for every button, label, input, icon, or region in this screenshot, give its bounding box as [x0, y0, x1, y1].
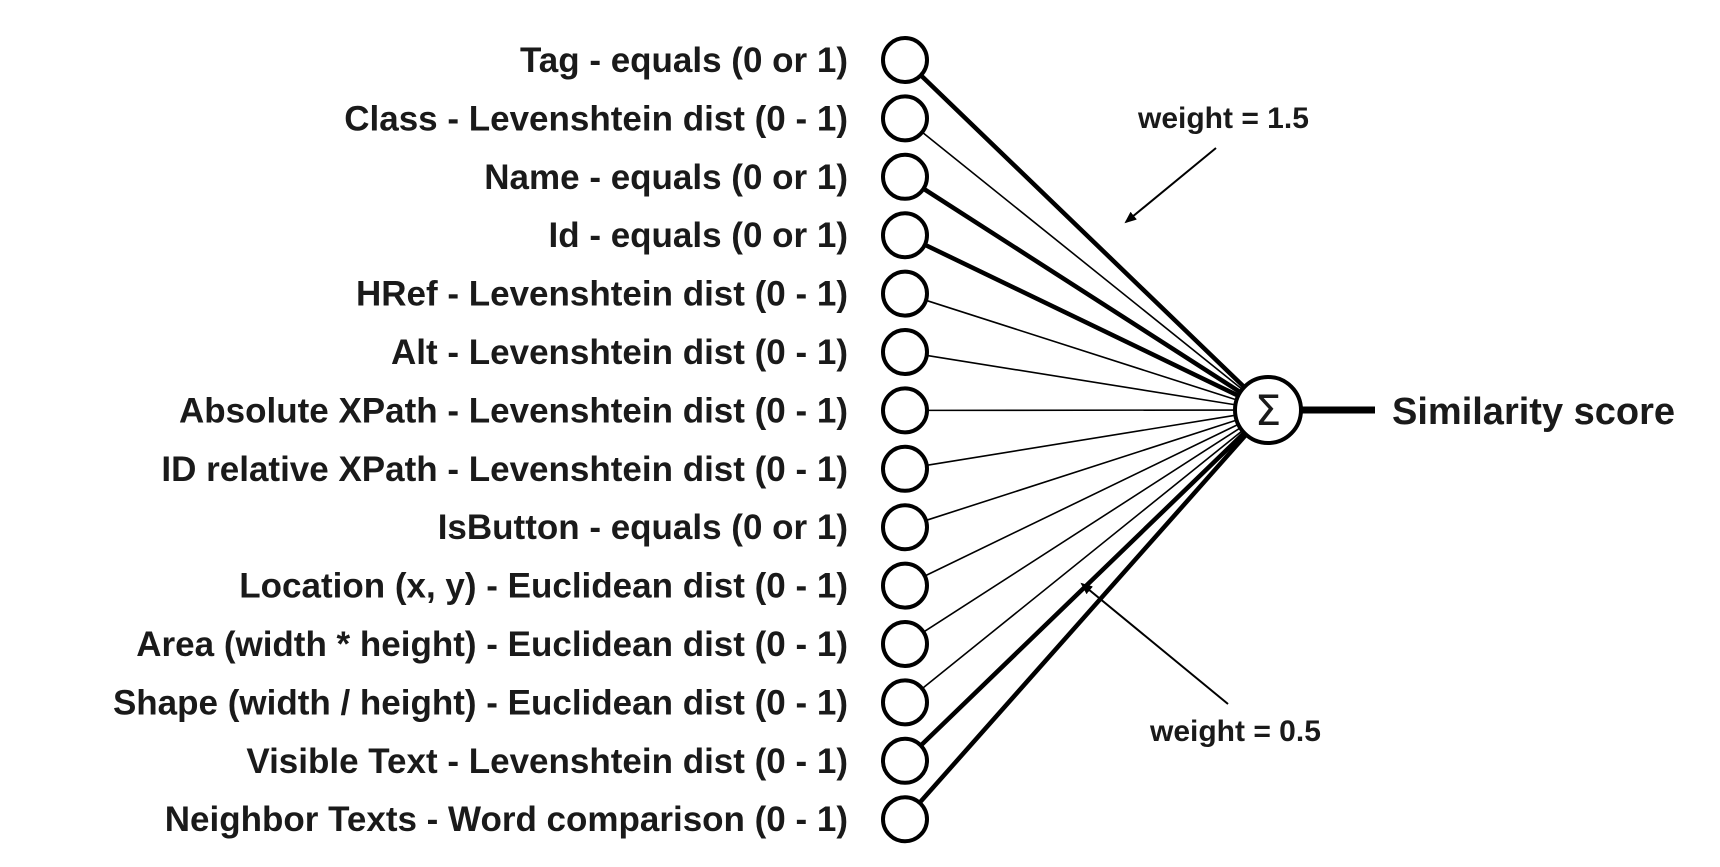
- input-node-8: [881, 444, 929, 493]
- weight-high-label: weight = 1.5: [1137, 102, 1309, 135]
- sum-node: [1233, 375, 1303, 445]
- feature-label-2: Class - Levenshtein dist (0 - 1): [344, 99, 848, 138]
- edge-13: [919, 429, 1248, 748]
- edge-11: [923, 426, 1243, 633]
- feature-label-11: Area (width * height) - Euclidean dist (…: [136, 625, 848, 664]
- input-node-5: [881, 269, 929, 318]
- input-node-12: [881, 678, 929, 727]
- edge-4: [923, 242, 1242, 399]
- edge-5: [925, 299, 1239, 402]
- weight-low-arrow: [1080, 582, 1229, 705]
- edge-3: [922, 186, 1244, 396]
- input-node-4: [881, 211, 929, 260]
- input-node-10: [881, 561, 929, 610]
- feature-label-7: Absolute XPath - Levenshtein dist (0 - 1…: [179, 391, 848, 430]
- feature-label-1: Tag - equals (0 or 1): [520, 41, 848, 80]
- feature-label-6: Alt - Levenshtein dist (0 - 1): [391, 333, 848, 372]
- edge-6: [926, 354, 1238, 406]
- feature-label-10: Location (x, y) - Euclidean dist (0 - 1): [239, 567, 848, 606]
- input-node-13: [881, 736, 929, 785]
- input-node-14: [881, 795, 929, 844]
- feature-label-4: Id - equals (0 or 1): [549, 216, 849, 255]
- weight-low-label: weight = 0.5: [1149, 715, 1321, 748]
- feature-label-14: Neighbor Texts - Word comparison (0 - 1): [165, 800, 848, 839]
- sum-symbol: Σ: [1255, 386, 1282, 435]
- feature-label-5: HRef - Levenshtein dist (0 - 1): [356, 275, 848, 314]
- input-nodes: [881, 36, 929, 844]
- input-node-3: [881, 152, 929, 201]
- input-node-11: [881, 620, 929, 668]
- edge-9: [925, 418, 1239, 522]
- input-node-7: [881, 386, 929, 435]
- feature-label-3: Name - equals (0 or 1): [484, 158, 848, 197]
- feature-label-8: ID relative XPath - Levenshtein dist (0 …: [161, 450, 848, 489]
- edge-12: [921, 428, 1245, 690]
- feature-label-12: Shape (width / height) - Euclidean dist …: [113, 683, 848, 722]
- feature-labels: Tag - equals (0 or 1) Class - Levenshtein…: [113, 41, 848, 839]
- input-node-6: [881, 328, 929, 376]
- input-node-2: [881, 94, 929, 143]
- feature-label-9: IsButton - equals (0 or 1): [438, 508, 848, 547]
- input-node-1: [881, 36, 929, 84]
- edge-14: [917, 431, 1250, 805]
- edge-8: [926, 414, 1238, 467]
- edge-1: [919, 73, 1248, 391]
- feature-label-13: Visible Text - Levenshtein dist (0 - 1): [246, 742, 848, 781]
- edge-10: [924, 422, 1241, 577]
- input-node-9: [881, 503, 929, 552]
- weight-high-arrow: [1124, 147, 1217, 224]
- edges: [917, 73, 1250, 805]
- edge-2: [921, 131, 1245, 392]
- output-label: Similarity score: [1392, 391, 1675, 433]
